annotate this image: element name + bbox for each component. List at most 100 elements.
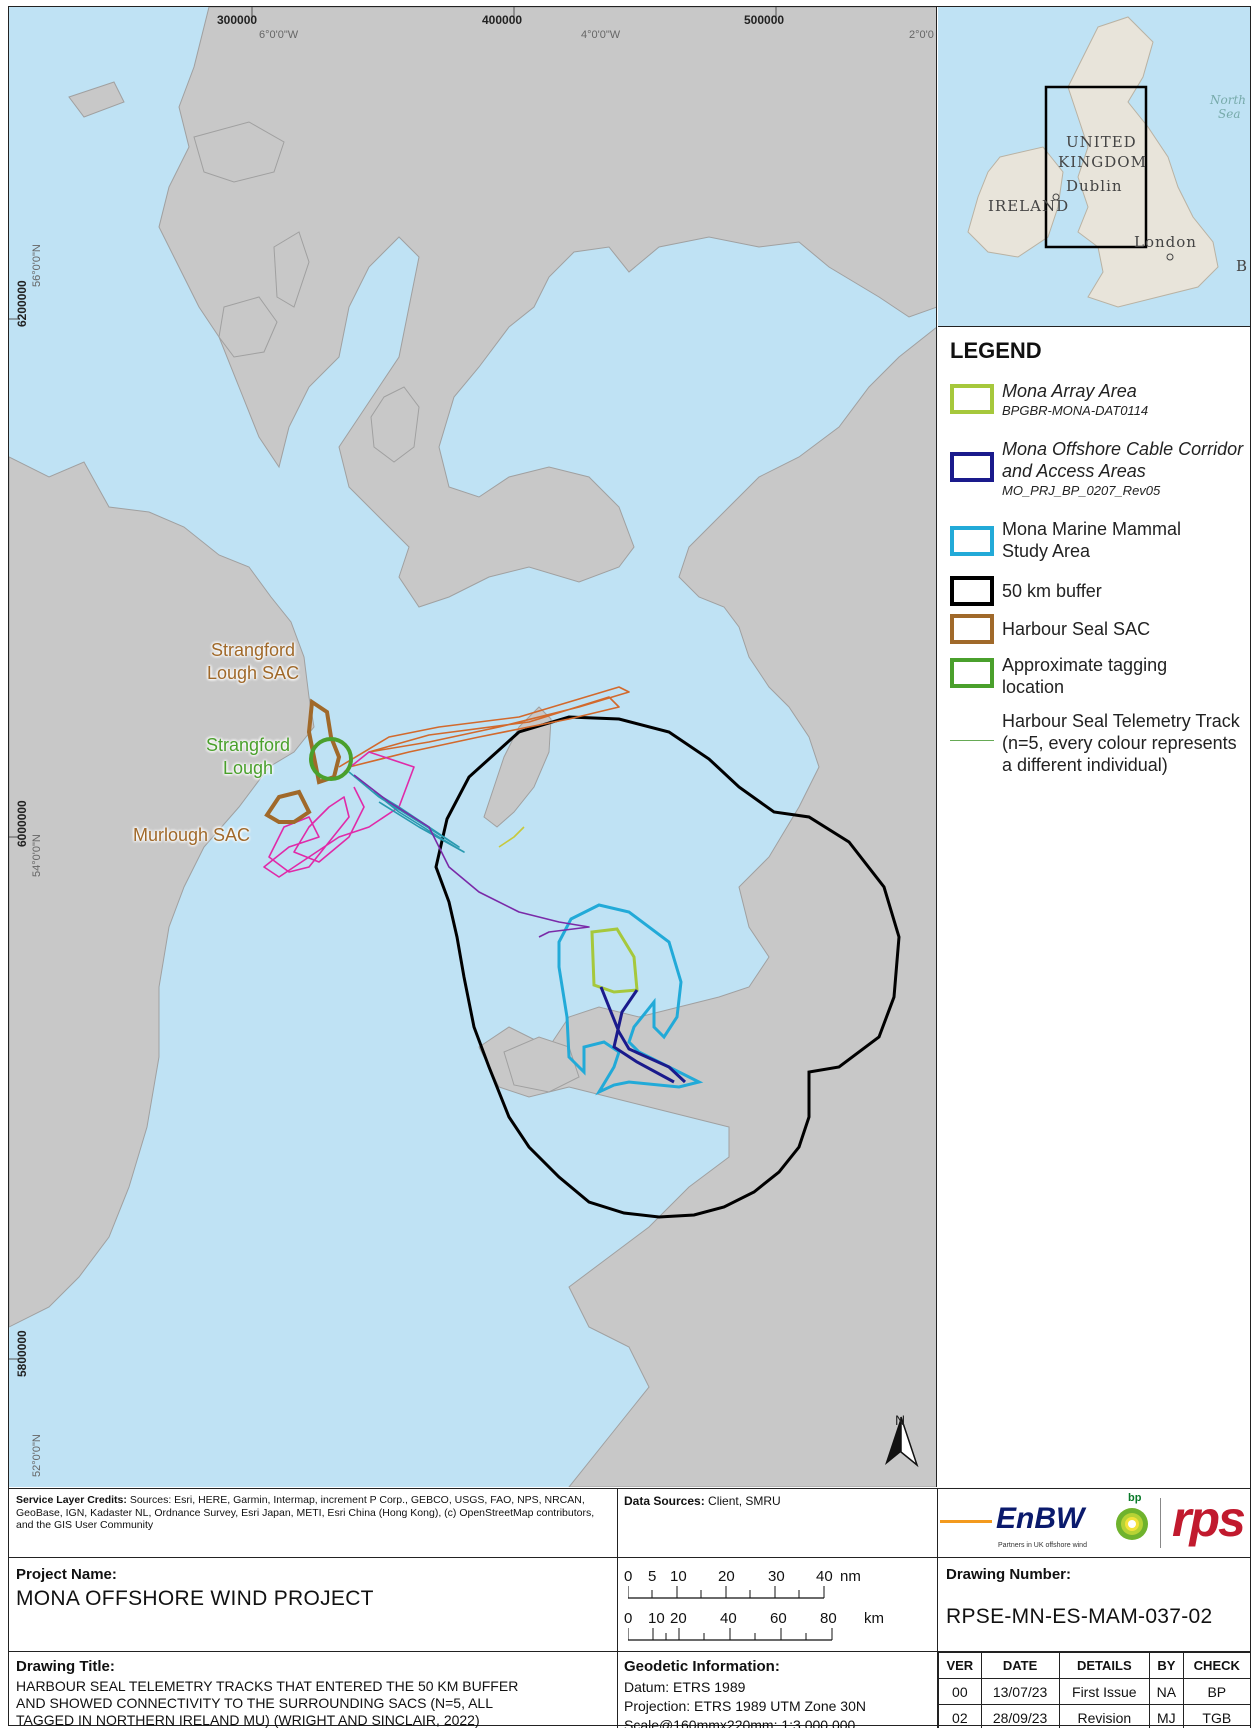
data-sources-heading: Data Sources: bbox=[624, 1494, 705, 1508]
inset-canvas bbox=[967, 16, 1219, 308]
north-arrow-label: N bbox=[895, 1412, 906, 1428]
legend-label: Harbour Seal SAC bbox=[1002, 619, 1151, 639]
tagging-location-marker bbox=[309, 737, 353, 781]
inset-label: B bbox=[1236, 257, 1249, 275]
enbw-tagline: Partners in UK offshore wind bbox=[998, 1542, 1087, 1549]
legend-label: Mona Offshore Cable Corridor and Access … bbox=[1002, 439, 1244, 481]
project-name-block: Project Name: MONA OFFSHORE WIND PROJECT bbox=[16, 1566, 374, 1611]
track-purple bbox=[353, 774, 590, 938]
latitude-label: 52°0'0"N bbox=[31, 1434, 43, 1477]
murlough-sac-outline bbox=[264, 789, 312, 824]
map-canvas[interactable] bbox=[9, 7, 937, 1487]
column-header: VER bbox=[938, 1652, 982, 1679]
credits-heading: Service Layer Credits: bbox=[16, 1494, 127, 1506]
scale-bar-nm bbox=[628, 1586, 825, 1599]
column-header: BY bbox=[1149, 1652, 1184, 1679]
column-header: DATE bbox=[980, 1652, 1060, 1679]
legend-sublabel: MO_PRJ_BP_0207_Rev05 bbox=[1002, 483, 1161, 498]
land-ireland bbox=[9, 456, 315, 1328]
legend-item-tagging-location: Approximate tagging location bbox=[950, 654, 1250, 704]
revision-table: VER DATE DETAILS BY CHECK 00 13/07/23 Fi… bbox=[938, 1652, 1251, 1728]
easting-label: 500000 bbox=[744, 13, 785, 27]
bp-helios-icon bbox=[1112, 1502, 1152, 1542]
legend-label: Mona Array Area bbox=[1002, 381, 1137, 401]
drawing-title-text: HARBOUR SEAL TELEMETRY TRACKS THAT ENTER… bbox=[16, 1678, 519, 1728]
legend-label: Approximate tagging location bbox=[1002, 655, 1168, 697]
study-area-outline bbox=[557, 903, 704, 1096]
cable-corridor-outline bbox=[599, 986, 687, 1084]
longitude-label: 6°0'0"W bbox=[259, 29, 299, 41]
drawing-title-block: Drawing Title: HARBOUR SEAL TELEMETRY TR… bbox=[16, 1658, 606, 1728]
drawing-number-block: Drawing Number: RPSE-MN-ES-MAM-037-02 bbox=[946, 1566, 1213, 1629]
main-map[interactable]: 300000 400000 500000 6°0'0"W 4°0'0"W 2°0… bbox=[9, 7, 937, 1487]
table-row: 00 13/07/23 First Issue NA BP bbox=[938, 1678, 1251, 1705]
place-murlough-sac: Murlough SAC bbox=[133, 825, 251, 845]
table-header-row: VER DATE DETAILS BY CHECK bbox=[938, 1652, 1251, 1679]
graticule-ticks bbox=[9, 7, 777, 1360]
inset-label: UNITED bbox=[1066, 133, 1137, 151]
credits-text: Sources: Esri, HERE, Garmin, Intermap, i… bbox=[16, 1494, 595, 1531]
legend-swatch bbox=[950, 614, 994, 644]
geodetic-heading: Geodetic Information: bbox=[624, 1658, 780, 1675]
inset-label: North bbox=[1210, 93, 1247, 107]
legend-swatch bbox=[950, 658, 994, 688]
telemetry-tracks bbox=[263, 686, 630, 938]
latitude-label: 54°0'0"N bbox=[31, 834, 43, 877]
geodetic-text: Datum: ETRS 1989 Projection: ETRS 1989 U… bbox=[624, 1679, 866, 1728]
legend-item-harbour-seal-sac: Harbour Seal SAC bbox=[950, 614, 1250, 648]
legend-label: 50 km buffer bbox=[1002, 581, 1102, 601]
drawing-title-heading: Drawing Title: bbox=[16, 1658, 115, 1675]
inset-dublin-marker bbox=[1052, 193, 1060, 201]
longitude-label: 4°0'0"W bbox=[581, 29, 621, 41]
land-mull bbox=[193, 121, 285, 183]
inset-ireland bbox=[967, 146, 1064, 258]
column-header: DETAILS bbox=[1058, 1652, 1151, 1679]
legend-item-mona-marine-mammal: Mona Marine Mammal Study Area bbox=[950, 518, 1250, 568]
easting-label: 400000 bbox=[482, 13, 523, 27]
legend-sublabel: BPGBR-MONA-DAT0114 bbox=[1002, 403, 1149, 418]
inset-london-marker bbox=[1166, 253, 1174, 261]
project-name: MONA OFFSHORE WIND PROJECT bbox=[16, 1587, 374, 1610]
inset-label: IRELAND bbox=[988, 197, 1070, 215]
rps-logo: rps bbox=[1172, 1491, 1246, 1547]
land-jura bbox=[273, 231, 310, 308]
legend-swatch bbox=[950, 384, 994, 414]
northing-label: 6200000 bbox=[15, 280, 29, 327]
enbw-stripe bbox=[940, 1520, 992, 1523]
service-layer-credits: Service Layer Credits: Sources: Esri, HE… bbox=[16, 1494, 606, 1532]
longitude-label: 2°0'0 bbox=[909, 29, 934, 41]
latitude-label: 56°0'0"N bbox=[31, 244, 43, 287]
bp-logo-text: bp bbox=[1128, 1492, 1142, 1504]
inset-label: Dublin bbox=[1066, 177, 1123, 195]
data-sources: Data Sources: Client, SMRU bbox=[624, 1494, 781, 1508]
logo-divider bbox=[1160, 1498, 1161, 1548]
divider bbox=[617, 1488, 618, 1728]
column-header: CHECK bbox=[1182, 1652, 1251, 1679]
land-anglesey bbox=[503, 1036, 580, 1093]
legend-swatch bbox=[950, 526, 994, 556]
divider bbox=[9, 1488, 1251, 1489]
enbw-logo: EnBW bbox=[996, 1502, 1085, 1535]
inset-great-britain bbox=[1067, 16, 1219, 308]
track-orange bbox=[338, 686, 630, 768]
inset-label: KINGDOM bbox=[1058, 153, 1147, 171]
divider bbox=[9, 1651, 1251, 1652]
inset-label: Sea bbox=[1218, 107, 1241, 121]
buffer-50km-outline bbox=[434, 715, 901, 1219]
table-row: 02 28/09/23 Revision MJ TGB bbox=[938, 1704, 1251, 1728]
land-arran bbox=[370, 386, 420, 463]
track-magenta bbox=[263, 751, 415, 878]
inset-label: London bbox=[1134, 233, 1197, 251]
project-name-heading: Project Name: bbox=[16, 1566, 117, 1583]
overview-inset-map[interactable]: UNITED KINGDOM Dublin IRELAND London Nor… bbox=[938, 7, 1250, 327]
scale-bar-block: 0 5 10 20 30 40 nm 0 10 20 40 60 80 km bbox=[624, 1564, 924, 1648]
land-islay bbox=[218, 296, 278, 358]
legend-swatch bbox=[950, 576, 994, 606]
legend-label: Harbour Seal Telemetry Track (n=5, every… bbox=[1002, 711, 1240, 775]
legend-item-mona-offshore-cable: Mona Offshore Cable Corridor and Access … bbox=[950, 438, 1250, 508]
northing-label: 5800000 bbox=[15, 1330, 29, 1377]
legend-item-buffer-50km: 50 km buffer bbox=[950, 576, 1250, 610]
legend-item-telemetry-track: Harbour Seal Telemetry Track (n=5, every… bbox=[950, 710, 1250, 800]
